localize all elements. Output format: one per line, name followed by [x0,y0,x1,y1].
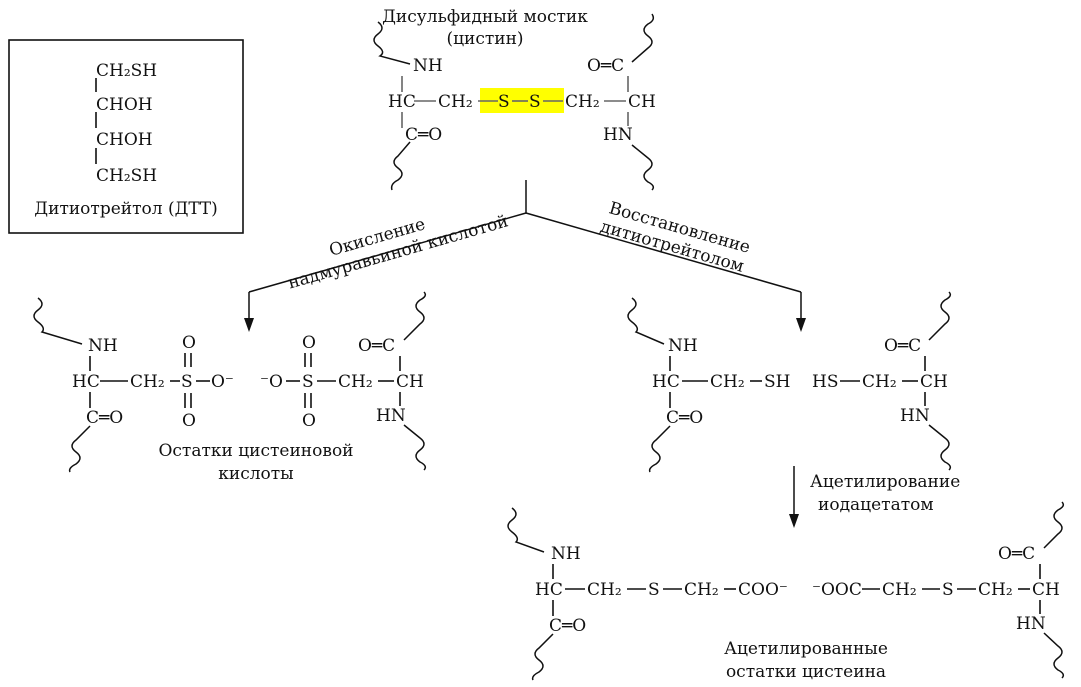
acetylated-caption-line2: остатки цистеина [726,662,886,682]
cysteic-left-co: C═O [86,408,123,428]
cysteic-right-o-bottom: O [302,411,316,431]
chain-wave [390,141,411,191]
chain-wave [1043,632,1065,679]
branch-arrows [244,180,806,332]
dtt-caption: Дитиотрейтол (ДТТ) [34,199,217,219]
cysteine-right-ch: CH [920,372,948,392]
chain-wave [928,424,952,471]
dtt-row-1: CH₂SH [96,61,157,81]
arrowhead-icon [789,514,799,528]
cystine-title-line1: Дисульфидный мостик [382,7,588,27]
cystine-right-co: O═C [587,56,624,76]
chain-wave [33,297,83,345]
cysteic-left-ch2: CH₂ [130,372,165,392]
cysteic-right-ch2: CH₂ [338,372,373,392]
arrow-left-branch [248,212,527,293]
cystine-right-hn: HN [603,125,633,145]
acetyl-left-co: C═O [549,616,586,636]
chain-wave [648,425,671,473]
cysteine-right-ch2: CH₂ [862,372,897,392]
chain-wave [631,13,655,63]
cystine-left-co: C═O [405,125,442,145]
reduction-label: Восстановление дитиотрейтолом [598,198,752,276]
chain-wave [1043,501,1065,549]
cysteine-left-nh: NH [668,336,698,356]
acetyl-left-coo: COO⁻ [738,580,788,600]
acetyl-left-ch2b: CH₂ [684,580,719,600]
cysteic-left-nh: NH [88,336,118,356]
cysteic-caption-line2: кислоты [218,464,293,484]
cystine-s2: S [529,92,541,112]
acetylated-left: NH HC CH₂ S CH₂ COO⁻ C═O [507,507,788,681]
acetyl-right-ch: CH [1032,580,1060,600]
dtt-row-4: CH₂SH [96,166,157,186]
arrow-right-branch [525,212,802,293]
cysteic-right-o-top: O [302,333,316,353]
cystine-right-ch: CH [628,92,656,112]
cysteine-left-co: C═O [666,408,703,428]
cysteine-right-hs: HS [812,372,838,392]
cystine-left-hc: HC [388,92,416,112]
acetyl-right-co: O═C [998,544,1035,564]
dtt-row-3: CHOH [96,130,153,150]
chain-wave [403,291,427,341]
cysteine-right: HS CH₂ CH O═C HN [812,291,952,471]
dtt-row-2: CHOH [96,95,153,115]
dtt-box: CH₂SH CHOH CHOH CH₂SH Дитиотрейтол (ДТТ) [8,39,244,234]
acetyl-left-s: S [648,580,660,600]
chain-wave [631,144,655,191]
cysteic-right-s: S [302,372,314,392]
chain-wave [627,297,665,345]
cysteic-left-hc: HC [72,372,100,392]
cysteine-left-hc: HC [652,372,680,392]
cysteic-caption-line1: Остатки цистеиновой [158,441,353,461]
cystine-s1: S [498,92,510,112]
cystine-structure: Дисульфидный мостик (цистин) NH HC CH₂ S… [373,7,656,191]
cysteine-right-hn: HN [900,406,930,426]
chain-wave [507,507,545,553]
acetyl-right-ch2: CH₂ [882,580,917,600]
acetyl-left-nh: NH [551,544,581,564]
cysteic-right-hn: HN [376,406,406,426]
cysteic-right-ch: CH [396,372,424,392]
cysteic-left-s: S [181,372,193,392]
cysteic-acid-left: NH HC CH₂ S O O O⁻ C═O [33,297,234,473]
acetylated-caption-line1: Ацетилированные [724,639,888,659]
acetyl-left-hc: HC [535,580,563,600]
cysteic-left-o-minus: O⁻ [211,372,234,392]
cystine-left-ch2: CH₂ [438,92,473,112]
chain-wave [928,291,952,341]
cysteic-acid-right: ⁻O S O O CH₂ CH O═C HN [260,291,427,471]
acetyl-right-hn: HN [1016,614,1046,634]
chain-wave [68,425,91,473]
cystine-right-ch2: CH₂ [565,92,600,112]
acetyl-right-s: S [942,580,954,600]
cysteine-right-co: O═C [884,336,921,356]
oxidation-label: Окисление надмуравьиной кислотой [286,211,511,293]
dtt-box-frame [8,39,244,234]
chain-wave [403,424,427,471]
chain-wave [373,21,411,65]
cysteine-left-ch2: CH₂ [710,372,745,392]
acetyl-left-ch2: CH₂ [587,580,622,600]
arrowhead-icon [796,318,806,332]
acetylation-label-line2: иодацетатом [818,495,934,515]
cystine-title-line2: (цистин) [446,29,523,49]
acetyl-right-ooc: ⁻OOC [812,580,862,600]
chain-wave [531,633,554,681]
acetylated-right: ⁻OOC CH₂ S CH₂ CH O═C HN [812,501,1065,679]
acetylation-label-line1: Ацетилирование [810,472,960,492]
cysteic-right-o-minus: ⁻O [260,372,283,392]
arrowhead-icon [244,318,254,332]
acetyl-right-ch2b: CH₂ [978,580,1013,600]
cysteic-right-co: O═C [358,336,395,356]
cysteine-left: NH HC CH₂ SH C═O [627,297,790,473]
cysteic-left-o-top: O [182,333,196,353]
cysteic-left-o-bottom: O [182,411,196,431]
cystine-left-nh: NH [413,56,443,76]
cysteine-left-sh: SH [764,372,790,392]
